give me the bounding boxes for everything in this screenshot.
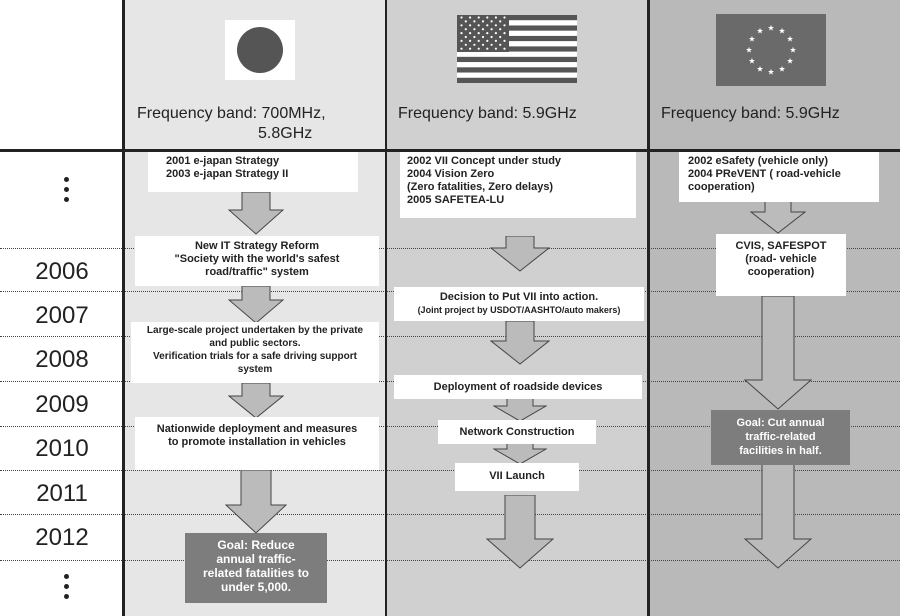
down-arrow-icon bbox=[744, 463, 812, 569]
ellipsis-dots-bottom bbox=[64, 574, 70, 604]
milestone-line: system bbox=[237, 364, 273, 375]
row-divider bbox=[0, 514, 900, 515]
japan-milestone-box-3: Large-scale project undertaken by the pr… bbox=[131, 322, 379, 383]
year-2010: 2010 bbox=[35, 435, 89, 462]
goal-line: traffic-related bbox=[745, 431, 816, 443]
us-milestone-box-3: Deployment of roadside devices bbox=[394, 375, 642, 399]
down-arrow-icon bbox=[490, 236, 550, 272]
down-arrow-icon bbox=[225, 470, 287, 534]
down-arrow-icon bbox=[744, 296, 812, 410]
milestone-line: 2002 VII Concept under study bbox=[407, 155, 562, 167]
row-divider bbox=[0, 560, 900, 561]
milestone-line: Decision to Put VII into action. bbox=[439, 291, 599, 303]
japan-milestone-box-1: 2001 e-japan Strategy 2003 e-japan Strat… bbox=[148, 152, 358, 192]
year-2007: 2007 bbox=[35, 302, 89, 329]
column-divider bbox=[385, 0, 387, 616]
goal-line: annual traffic- bbox=[216, 552, 296, 566]
row-divider bbox=[0, 248, 900, 249]
milestone-line: 2004 Vision Zero bbox=[407, 168, 495, 180]
down-arrow-icon bbox=[228, 383, 284, 419]
japan-frequency-line-2: 5.8GHz bbox=[258, 125, 313, 142]
milestone-line: Large-scale project undertaken by the pr… bbox=[146, 325, 364, 336]
year-column bbox=[0, 0, 124, 616]
goal-line: Goal: Cut annual bbox=[736, 417, 825, 429]
goal-line: under 5,000. bbox=[220, 580, 292, 594]
down-arrow-icon bbox=[228, 192, 284, 235]
milestone-line: (Zero fatalities, Zero delays) bbox=[407, 181, 554, 193]
us-milestone-box-2: Decision to Put VII into action. (Joint … bbox=[394, 287, 644, 321]
year-2011: 2011 bbox=[36, 480, 88, 507]
down-arrow-icon bbox=[490, 321, 550, 365]
japan-frequency-line-1: Frequency band: 700MHz, bbox=[137, 105, 326, 122]
header-divider bbox=[0, 149, 900, 152]
eu-frequency-band: Frequency band: 5.9GHz bbox=[661, 105, 840, 122]
goal-line: related fatalities to bbox=[202, 566, 310, 580]
eu-milestone-box-2: CVIS, SAFESPOT (road- vehicle cooperatio… bbox=[716, 234, 846, 296]
column-divider bbox=[122, 0, 125, 616]
milestone-line: 2004 PReVENT ( road-vehicle bbox=[688, 168, 841, 180]
us-frequency-band: Frequency band: 5.9GHz bbox=[398, 105, 577, 122]
year-2009: 2009 bbox=[35, 391, 89, 418]
year-2006: 2006 bbox=[35, 258, 89, 285]
milestone-line: Verification trials for a safe driving s… bbox=[153, 351, 357, 362]
row-divider bbox=[0, 470, 900, 471]
eu-goal-box: Goal: Cut annual traffic-related facilit… bbox=[711, 410, 850, 465]
milestone-line: to promote installation in vehicles bbox=[168, 436, 346, 448]
row-divider bbox=[0, 336, 900, 337]
milestone-line: (road- vehicle bbox=[745, 253, 817, 265]
down-arrow-icon bbox=[486, 495, 554, 569]
goal-line: facilities in half. bbox=[739, 445, 822, 457]
milestone-line: New IT Strategy Reform bbox=[194, 240, 320, 252]
milestone-line: (Joint project by USDOT/AASHTO/auto make… bbox=[417, 305, 621, 315]
eu-flag-icon bbox=[716, 14, 826, 86]
milestone-line: cooperation) bbox=[747, 266, 815, 278]
milestone-line: 2001 e-japan Strategy bbox=[166, 155, 280, 167]
down-arrow-icon bbox=[493, 398, 547, 422]
japan-flag-icon bbox=[225, 20, 295, 80]
us-milestone-box-5: VII Launch bbox=[455, 463, 579, 491]
down-arrow-icon bbox=[750, 200, 806, 234]
us-flag-icon bbox=[457, 15, 577, 83]
milestone-line: "Society with the world's safest bbox=[174, 253, 340, 265]
milestone-line: 2002 eSafety (vehicle only) bbox=[688, 155, 829, 167]
milestone-line: 2005 SAFETEA-LU bbox=[407, 194, 505, 206]
year-2008: 2008 bbox=[35, 346, 89, 373]
year-2012: 2012 bbox=[35, 524, 89, 551]
us-milestone-box-4: Network Construction bbox=[438, 420, 596, 444]
milestone-line: Nationwide deployment and measures bbox=[156, 423, 358, 435]
down-arrow-icon bbox=[493, 441, 547, 465]
milestone-line: CVIS, SAFESPOT bbox=[735, 240, 827, 252]
column-divider bbox=[647, 0, 650, 616]
japan-frequency-band: Frequency band: 700MHz, 5.8GHz bbox=[137, 104, 377, 144]
us-milestone-box-1: 2002 VII Concept under study 2004 Vision… bbox=[400, 152, 636, 218]
japan-milestone-box-2: New IT Strategy Reform "Society with the… bbox=[135, 236, 379, 286]
eu-milestone-box-1: 2002 eSafety (vehicle only) 2004 PReVENT… bbox=[679, 152, 879, 202]
milestone-line: 2003 e-japan Strategy II bbox=[166, 168, 289, 180]
milestone-line: and public sectors. bbox=[209, 338, 301, 349]
japan-milestone-box-4: Nationwide deployment and measures to pr… bbox=[135, 417, 379, 470]
milestone-line: cooperation) bbox=[688, 181, 755, 193]
japan-goal-box: Goal: Reduce annual traffic- related fat… bbox=[185, 533, 327, 603]
milestone-line: road/traffic" system bbox=[205, 266, 309, 278]
goal-line: Goal: Reduce bbox=[217, 538, 295, 552]
ellipsis-dots-top bbox=[64, 177, 70, 207]
down-arrow-icon bbox=[228, 286, 284, 324]
